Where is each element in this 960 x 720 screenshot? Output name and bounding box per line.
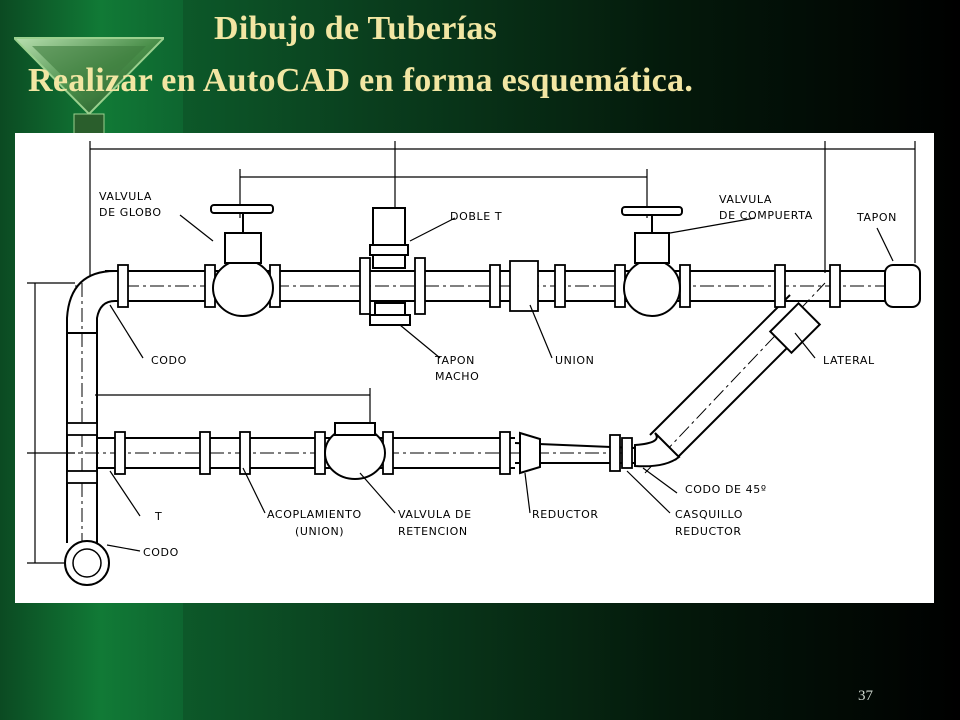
label-valvula-compuerta-2: DE COMPUERTA [719, 209, 813, 222]
label-valvula-retencion-2: RETENCION [398, 525, 468, 538]
slide-number: 37 [858, 688, 873, 704]
label-tapon: TAPON [856, 211, 897, 224]
label-valvula-retencion-1: VALVULA DE [398, 508, 472, 521]
double-tee [369, 207, 411, 326]
label-lateral: LATERAL [823, 354, 875, 367]
label-codo-45: CODO DE 45º [685, 483, 767, 496]
gate-valve [621, 206, 683, 317]
piping-diagram-svg: VALVULA DE GLOBO DOBLE T VALVULA DE COMP… [27, 141, 921, 586]
label-codo-bottom: CODO [143, 546, 179, 559]
label-codo-top: CODO [151, 354, 187, 367]
label-valvula-globo-1: VALVULA [99, 190, 152, 203]
green-funnel-logo-icon [14, 37, 164, 135]
label-tapon-macho-1: TAPON [434, 354, 475, 367]
label-tapon-macho-2: MACHO [435, 370, 479, 383]
label-union: UNION [555, 354, 594, 367]
slide-title: Dibujo de Tuberías [214, 10, 498, 47]
label-valvula-compuerta-1: VALVULA [719, 193, 772, 206]
label-acoplamiento-1: ACOPLAMIENTO [267, 508, 362, 521]
label-acoplamiento-2: (UNION) [295, 525, 344, 538]
piping-diagram: VALVULA DE GLOBO DOBLE T VALVULA DE COMP… [15, 133, 934, 603]
label-casquillo-2: REDUCTOR [675, 525, 742, 538]
globe-valve [210, 204, 274, 317]
check-valve [324, 422, 386, 480]
label-casquillo-1: CASQUILLO [675, 508, 743, 521]
label-valvula-globo-2: DE GLOBO [99, 206, 162, 219]
label-reductor: REDUCTOR [532, 508, 599, 521]
label-t: T [154, 510, 162, 523]
label-doble-t: DOBLE T [450, 210, 502, 223]
slide-subtitle: Realizar en AutoCAD en forma esquemática… [28, 62, 694, 99]
